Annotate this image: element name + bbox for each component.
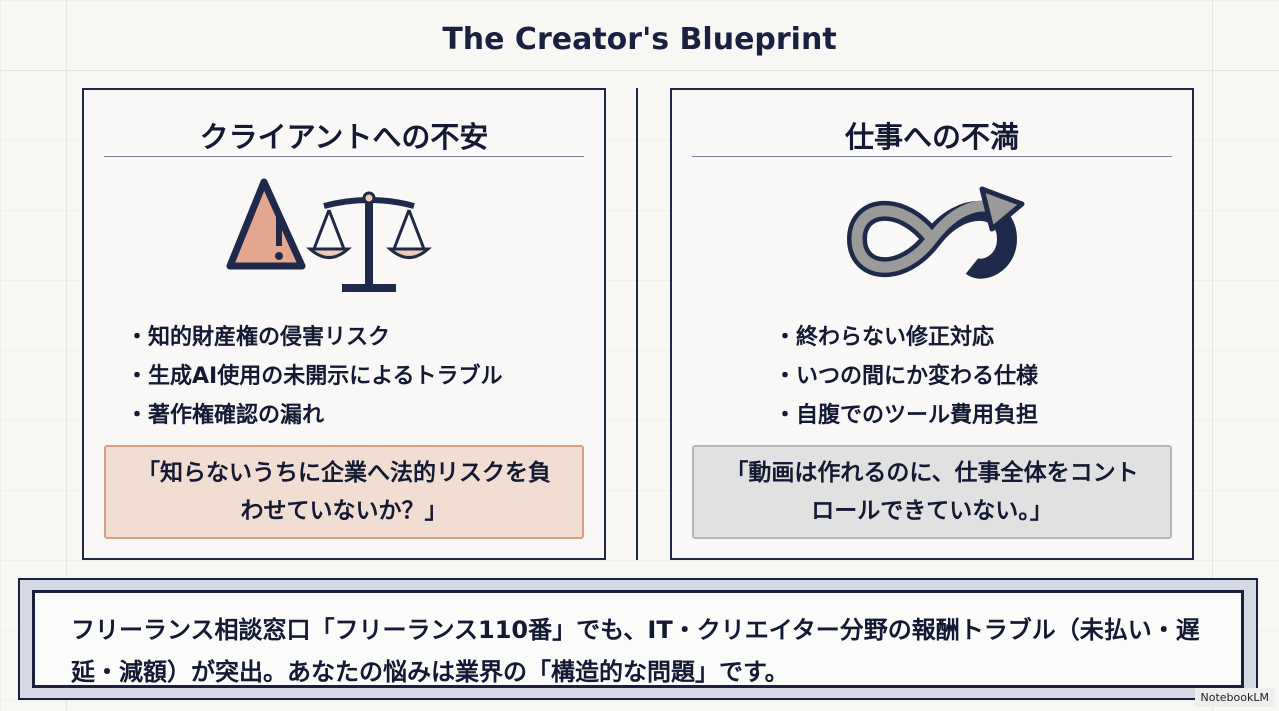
grid-line (1212, 0, 1213, 711)
list-item: ・終わらない修正対応 (774, 325, 995, 350)
work-dissatisfaction-panel: 仕事への不満 ・終わらない修正対応 ・いつの間にか変わる仕様 ・自腹でのツール費… (670, 88, 1194, 560)
infinity-arrow-icon (672, 174, 1192, 299)
quote-box: 「動画は作れるのに、仕事全体をコントロールできていない。」 (692, 445, 1172, 539)
list-item: ・知的財産権の侵害リスク (126, 325, 391, 350)
page-title: The Creator's Blueprint (442, 22, 837, 57)
grid-line (0, 70, 1279, 71)
concern-list: ・終わらない修正対応 ・いつの間にか変わる仕様 ・自腹でのツール費用負担 (774, 318, 1038, 435)
panel-heading: 仕事への不満 (844, 120, 1019, 154)
panel-heading: クライアントへの不安 (199, 120, 489, 154)
banner-text: フリーランス相談窓口「フリーランス110番」でも、IT・クリエイター分野の報酬ト… (32, 590, 1244, 688)
quote-box: 「知らないうちに企業へ法的リスクを負わせていないか？」 (104, 445, 584, 539)
list-item: ・生成AI使用の未開示によるトラブル (126, 364, 503, 389)
notebooklm-badge: NotebookLM (1194, 688, 1275, 707)
grid-line (66, 0, 67, 711)
warning-scales-icon (84, 174, 604, 299)
list-item: ・著作権確認の漏れ (126, 403, 325, 428)
list-item: ・いつの間にか変わる仕様 (774, 364, 1039, 389)
concern-list: ・知的財産権の侵害リスク ・生成AI使用の未開示によるトラブル ・著作権確認の漏… (126, 318, 503, 435)
center-divider (636, 88, 638, 560)
summary-banner: フリーランス相談窓口「フリーランス110番」でも、IT・クリエイター分野の報酬ト… (18, 578, 1258, 700)
divider (692, 156, 1172, 157)
divider (104, 156, 584, 157)
list-item: ・自腹でのツール費用負担 (774, 403, 1039, 428)
client-anxiety-panel: クライアントへの不安 ・知的財産権の侵害リスク ・生成AI使用の未開示によるトラ… (82, 88, 606, 560)
